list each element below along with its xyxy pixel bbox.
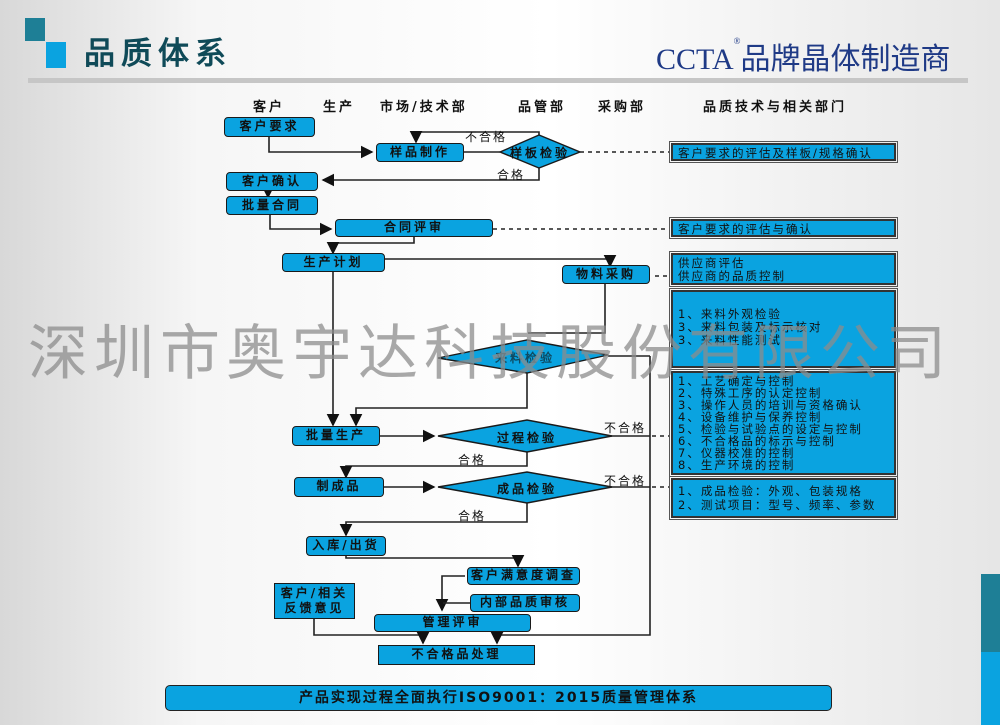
batch-contract-box: 批量合同 [226,196,318,215]
internal-audit-box: 内部品质审核 [470,594,580,612]
process-fail-label: 不合格 [604,421,647,435]
page-title: 品质体系 [84,36,232,72]
customer-feedback-box: 客户/相关 反馈意见 [274,583,355,619]
final-note: 1、成品检验：外观、包装规格 2、测试项目：型号、频率、参数 [669,476,898,520]
brand-tagline: CCTA®品牌晶体制造商 [656,34,950,78]
logo-square-dark [25,18,45,41]
header-divider [28,78,968,83]
production-plan-box: 生产计划 [282,253,385,272]
supplier-note: 供应商评估 供应商的品质控制 [669,251,898,287]
process-pass-label: 合格 [458,453,487,467]
registered-mark: ® [733,36,741,46]
sample-note: 客户要求的评估及样板/规格确认 [669,141,898,163]
process-inspection-label: 过程检验 [497,431,558,445]
sample-pass-label: 合格 [497,168,526,182]
incoming-inspection-diamond [437,339,609,374]
incoming-note: 1、来料外观检验 3、来料包装及标示核对 3、来料性能测试 [669,288,898,370]
contract-review-box: 合同评审 [335,219,493,237]
logo-square-light [46,42,66,68]
column-header-qc: 品管部 [518,100,567,115]
process-note: 1、工艺确定与控制 2、特殊工序的认定控制 3、操作人员的培训与资格确认 4、设… [669,369,898,477]
final-inspection-label: 成品检验 [497,482,558,496]
column-header-customer: 客户 [253,100,286,115]
column-header-production: 生产 [323,100,356,115]
material-purchase-box: 物料采购 [562,265,650,284]
satisfaction-survey-box: 客户满意度调查 [467,567,580,585]
column-header-quality-tech: 品质技术与相关部门 [703,100,848,115]
company-watermark: 深圳市奥宇达科技股份有限公司 [28,319,952,389]
final-pass-label: 合格 [458,509,487,523]
customer-request-box: 客户要求 [224,117,315,137]
nonconforming-handling-box: 不合格品处理 [378,645,535,665]
finished-goods-box: 制成品 [294,477,384,497]
brand-name: CCTA [656,43,734,76]
decor-bar-light [981,652,1000,725]
customer-confirm-box: 客户确认 [226,172,318,191]
sample-inspection-diamond [498,134,582,169]
sample-inspection-label: 样板检验 [510,146,571,160]
iso-banner: 产品实现过程全面执行ISO9001：2015质量管理体系 [165,685,832,711]
column-header-marketing: 市场/技术部 [380,100,468,115]
decor-bar-dark [981,574,1000,652]
warehouse-shipping-box: 入库/出货 [306,536,386,556]
management-review-box: 管理评审 [374,614,531,632]
sample-making-box: 样品制作 [376,143,464,162]
mass-production-box: 批量生产 [292,426,380,446]
process-inspection-diamond [437,419,613,453]
final-inspection-diamond [437,471,613,504]
incoming-inspection-label: 来料检验 [495,351,556,365]
brand-suffix: 品牌晶体制造商 [740,43,951,76]
column-header-purchasing: 采购部 [598,100,647,115]
final-fail-label: 不合格 [604,474,647,488]
contract-note: 客户要求的评估与确认 [669,217,898,239]
sample-fail-label: 不合格 [465,130,508,144]
